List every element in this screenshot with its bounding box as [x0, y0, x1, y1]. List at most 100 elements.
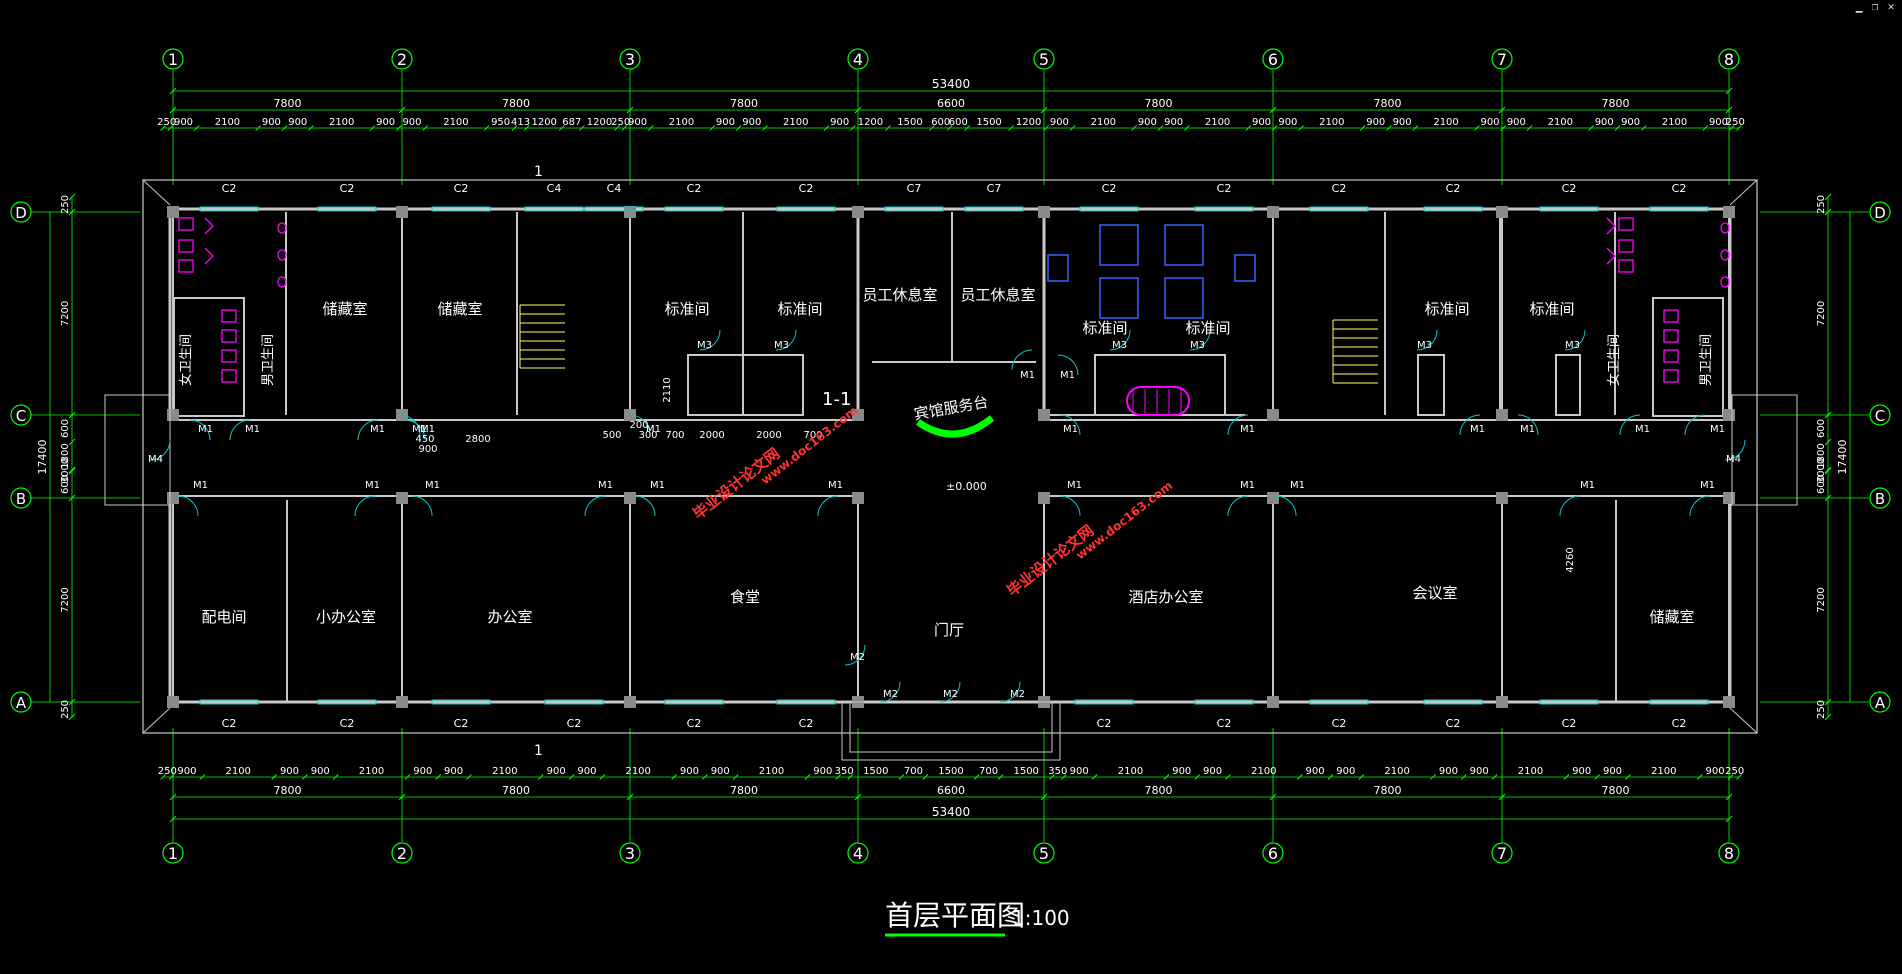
dim-label: 1500 [1013, 766, 1038, 777]
window [964, 206, 1024, 212]
dim-label: 900 [1172, 766, 1191, 777]
dim-tick [850, 125, 856, 131]
door-swing [149, 439, 171, 461]
minimize-icon[interactable]: ▁ [1855, 0, 1863, 13]
dim-tick [626, 106, 634, 114]
axis-bubble-1 [162, 48, 184, 70]
dim-tick [1728, 125, 1735, 131]
axis-bubble-D [1869, 201, 1891, 223]
dim-label: 900 [680, 766, 699, 777]
door-tag: M3 [1417, 340, 1432, 351]
door-tag: M1 [1060, 370, 1075, 381]
room-label: 员工休息室 [960, 286, 1035, 304]
dim-label: 950 [491, 117, 510, 128]
door-swing [1109, 329, 1131, 351]
window-tag: C7 [907, 182, 922, 195]
dim-label: 2100 [1548, 117, 1573, 128]
urinal-fixture [277, 222, 287, 234]
section-mark: 1 [534, 164, 543, 180]
close-icon[interactable]: ✕ [1887, 0, 1895, 13]
restore-icon[interactable]: ❐ [1871, 0, 1879, 13]
door-tag: M1 [1067, 480, 1082, 491]
window-tag: C2 [1332, 717, 1347, 730]
door-swing [1059, 495, 1081, 517]
dim-label: 2100 [669, 117, 694, 128]
elevation-mark: ±0.000 [946, 480, 987, 493]
wall [1729, 707, 1758, 734]
column [1723, 206, 1735, 218]
dim-tick [160, 774, 166, 780]
axis-bubble-C [1869, 404, 1891, 426]
dim-tick [398, 106, 406, 114]
dim-label: 53400 [932, 77, 970, 91]
dim-tick [621, 125, 628, 131]
window [1649, 206, 1709, 212]
axis-label-1: 1 [168, 844, 178, 863]
column [852, 206, 864, 218]
window-tag: C2 [1562, 182, 1577, 195]
door-tag: M1 [1240, 424, 1255, 435]
dim-tick [1563, 774, 1570, 780]
door-swing [357, 419, 379, 441]
window-tag: C7 [987, 182, 1002, 195]
dim-tick [193, 125, 200, 131]
dim-label: 250 [158, 766, 177, 777]
window [199, 699, 259, 705]
dim-label: 7800 [730, 784, 758, 797]
dim-label: 250 [1816, 700, 1827, 719]
dim-label: 1200 [858, 117, 883, 128]
dim-tick [1327, 774, 1334, 780]
column [1038, 206, 1050, 218]
dim-label: 3000 [60, 458, 71, 483]
porch [104, 394, 171, 506]
dim-label: 250 [1726, 117, 1745, 128]
dim-label: 600 [931, 117, 950, 128]
dim-label: 1500 [863, 766, 888, 777]
window [1074, 699, 1134, 705]
dim-label: 600 [1816, 419, 1827, 438]
dim-tick [929, 125, 935, 131]
dim-tick [1588, 125, 1594, 131]
window [544, 699, 604, 705]
door-tag: M2 [850, 652, 865, 663]
dim-label: 900 [1507, 117, 1526, 128]
room-label: 标准间 [1185, 319, 1230, 337]
urinal-fixture [1720, 249, 1730, 261]
door-swing [189, 419, 211, 441]
dim-tick [68, 698, 76, 706]
axis-label-D: D [15, 204, 27, 222]
door-tag: M1 [650, 480, 665, 491]
dim-tick [302, 774, 308, 780]
dim-tick [558, 125, 565, 131]
walls [104, 179, 1798, 761]
axis-bubble-8 [1718, 842, 1740, 864]
window-tag: C2 [687, 182, 702, 195]
column [167, 492, 179, 504]
dim-label: 7800 [1374, 97, 1402, 110]
dim-tick [885, 125, 891, 131]
column [1496, 409, 1508, 421]
door-tag: M1 [245, 424, 260, 435]
dim-label: 17400 [36, 440, 49, 475]
column [1723, 492, 1735, 504]
dim-label: 7800 [1602, 97, 1630, 110]
dim-label: 7200 [60, 301, 71, 326]
entrance-porch-inner [849, 701, 1053, 753]
door-tag: M3 [1190, 340, 1205, 351]
inner-dimension: 450 [415, 434, 434, 445]
dim-tick [1460, 774, 1467, 780]
dim-tick [626, 793, 634, 801]
dim-label: 1200 [531, 117, 556, 128]
room-label: 配电间 [201, 608, 246, 626]
dim-tick [1824, 466, 1832, 474]
dim-tick [735, 125, 742, 131]
dim-tick [1008, 125, 1014, 131]
window-tag: C2 [799, 182, 814, 195]
axis-label-D: D [1874, 204, 1886, 222]
room-label: 标准间 [777, 300, 822, 318]
window [524, 206, 584, 212]
window-tag: C2 [222, 182, 237, 195]
toilet-fixture [1618, 217, 1634, 231]
dim-tick [647, 125, 654, 131]
